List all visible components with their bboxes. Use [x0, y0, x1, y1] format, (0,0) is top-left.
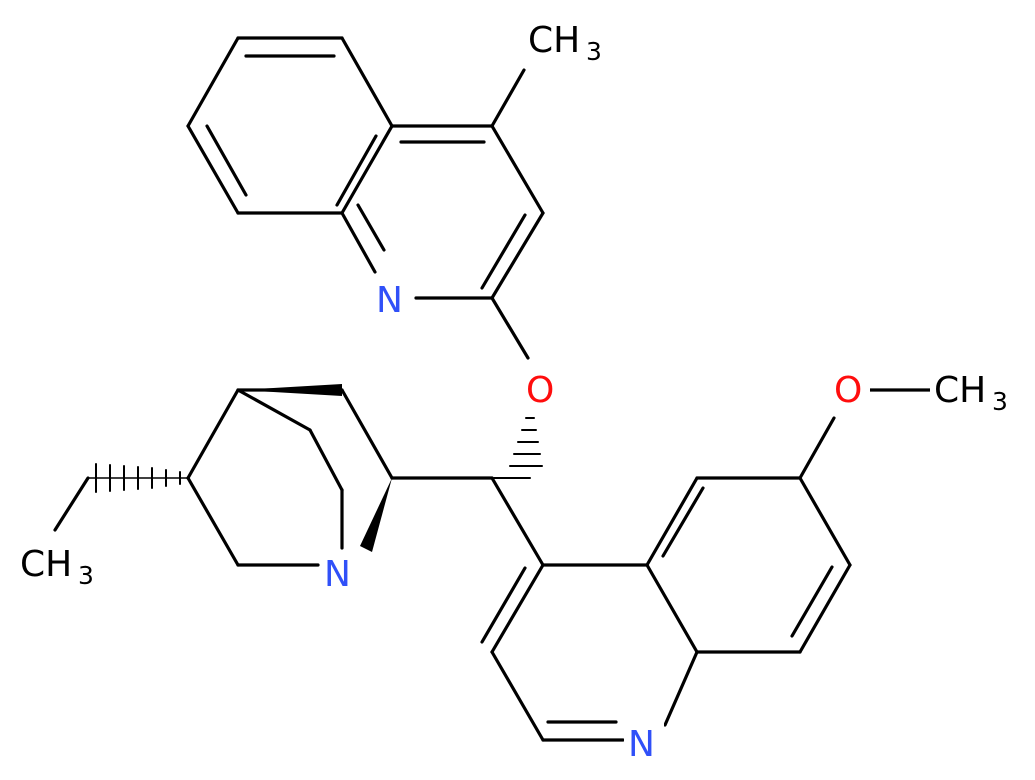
- ether-oxygen-label: O: [526, 370, 554, 411]
- atom-labels: CH 3 N O O CH 3 CH 3 N N: [16, 20, 1020, 766]
- chiral-center-bonds: [390, 417, 545, 567]
- methylquinoline-ring: [186, 36, 545, 360]
- ethyl-methyl-label: CH: [20, 544, 72, 585]
- methyl-subscript-top: 3: [586, 37, 602, 66]
- methoxy-oxygen-label: O: [834, 370, 862, 411]
- nitrogen-label-bottom: N: [628, 724, 655, 765]
- methyl-label-top: CH: [528, 20, 580, 61]
- methoxyquinoline-ring: [480, 388, 932, 742]
- quinuclidine-nitrogen-label: N: [324, 554, 351, 595]
- methoxy-methyl-label: CH: [934, 370, 986, 411]
- quinuclidine-cage: [53, 384, 394, 567]
- ethyl-methyl-subscript: 3: [78, 561, 94, 590]
- nitrogen-label-top: N: [376, 280, 403, 321]
- methoxy-methyl-subscript: 3: [992, 387, 1008, 416]
